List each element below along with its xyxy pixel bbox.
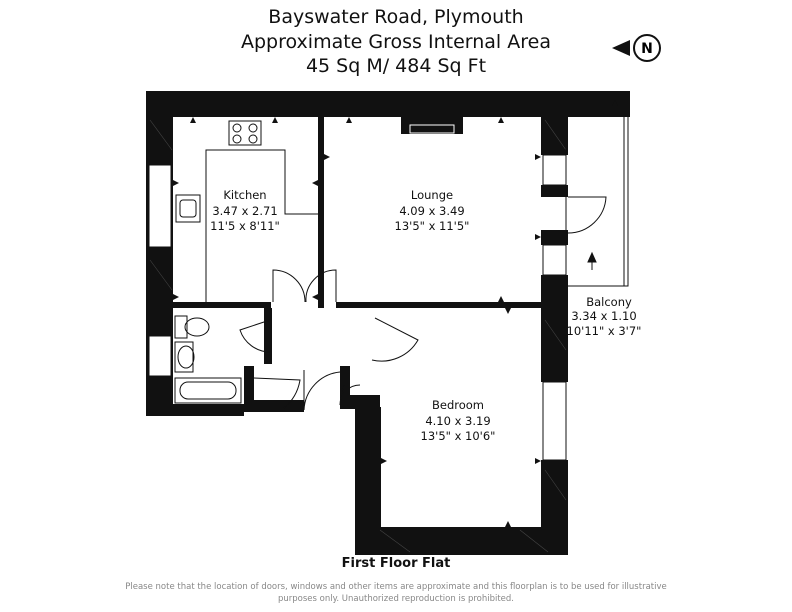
balcony-metric: 3.34 x 1.10 bbox=[571, 309, 636, 323]
north-letter: N bbox=[641, 41, 653, 57]
bath-icon bbox=[174, 377, 242, 404]
disclaimer: Please note that the location of doors, … bbox=[125, 582, 667, 604]
area-value: 45 Sq M/ 484 Sq Ft bbox=[305, 55, 487, 77]
toilet-icon bbox=[174, 315, 188, 339]
kitchen-fittings bbox=[175, 120, 318, 302]
windows bbox=[148, 154, 567, 461]
bedroom-imperial: 13'5" x 10'6" bbox=[421, 429, 496, 443]
marker-arrows bbox=[173, 100, 618, 527]
kitchen-metric: 3.47 x 2.71 bbox=[212, 204, 277, 218]
room-lounge: Lounge 4.09 x 3.49 13'5" x 11'5" bbox=[395, 188, 470, 233]
fireplace-icon bbox=[409, 124, 455, 134]
room-kitchen: Kitchen 3.47 x 2.71 11'5 x 8'11" bbox=[210, 188, 280, 233]
address-title: Bayswater Road, Plymouth bbox=[268, 6, 524, 28]
bedroom-metric: 4.10 x 3.19 bbox=[425, 414, 490, 428]
lounge-metric: 4.09 x 3.49 bbox=[399, 204, 464, 218]
balcony-name: Balcony bbox=[586, 295, 632, 309]
doors bbox=[239, 196, 607, 411]
north-arrow-icon: N bbox=[608, 30, 668, 70]
basin-icon bbox=[174, 341, 194, 373]
balcony bbox=[565, 105, 629, 287]
room-bedroom: Bedroom 4.10 x 3.19 13'5" x 10'6" bbox=[421, 398, 496, 443]
lounge-imperial: 13'5" x 11'5" bbox=[395, 219, 470, 233]
wall-hatch bbox=[149, 119, 567, 553]
sink-icon bbox=[175, 194, 201, 223]
bedroom-name: Bedroom bbox=[432, 398, 484, 412]
area-title: Approximate Gross Internal Area bbox=[241, 31, 551, 53]
kitchen-imperial: 11'5 x 8'11" bbox=[210, 219, 280, 233]
kitchen-name: Kitchen bbox=[223, 188, 266, 202]
bathroom-fittings bbox=[174, 315, 242, 404]
lounge-name: Lounge bbox=[411, 188, 453, 202]
room-balcony: Balcony 3.34 x 1.10 10'11" x 3'7" bbox=[567, 295, 642, 338]
hob-icon bbox=[228, 120, 262, 146]
partitions bbox=[173, 117, 541, 364]
balcony-imperial: 10'11" x 3'7" bbox=[567, 324, 642, 338]
floor-label: First Floor Flat bbox=[341, 556, 451, 571]
